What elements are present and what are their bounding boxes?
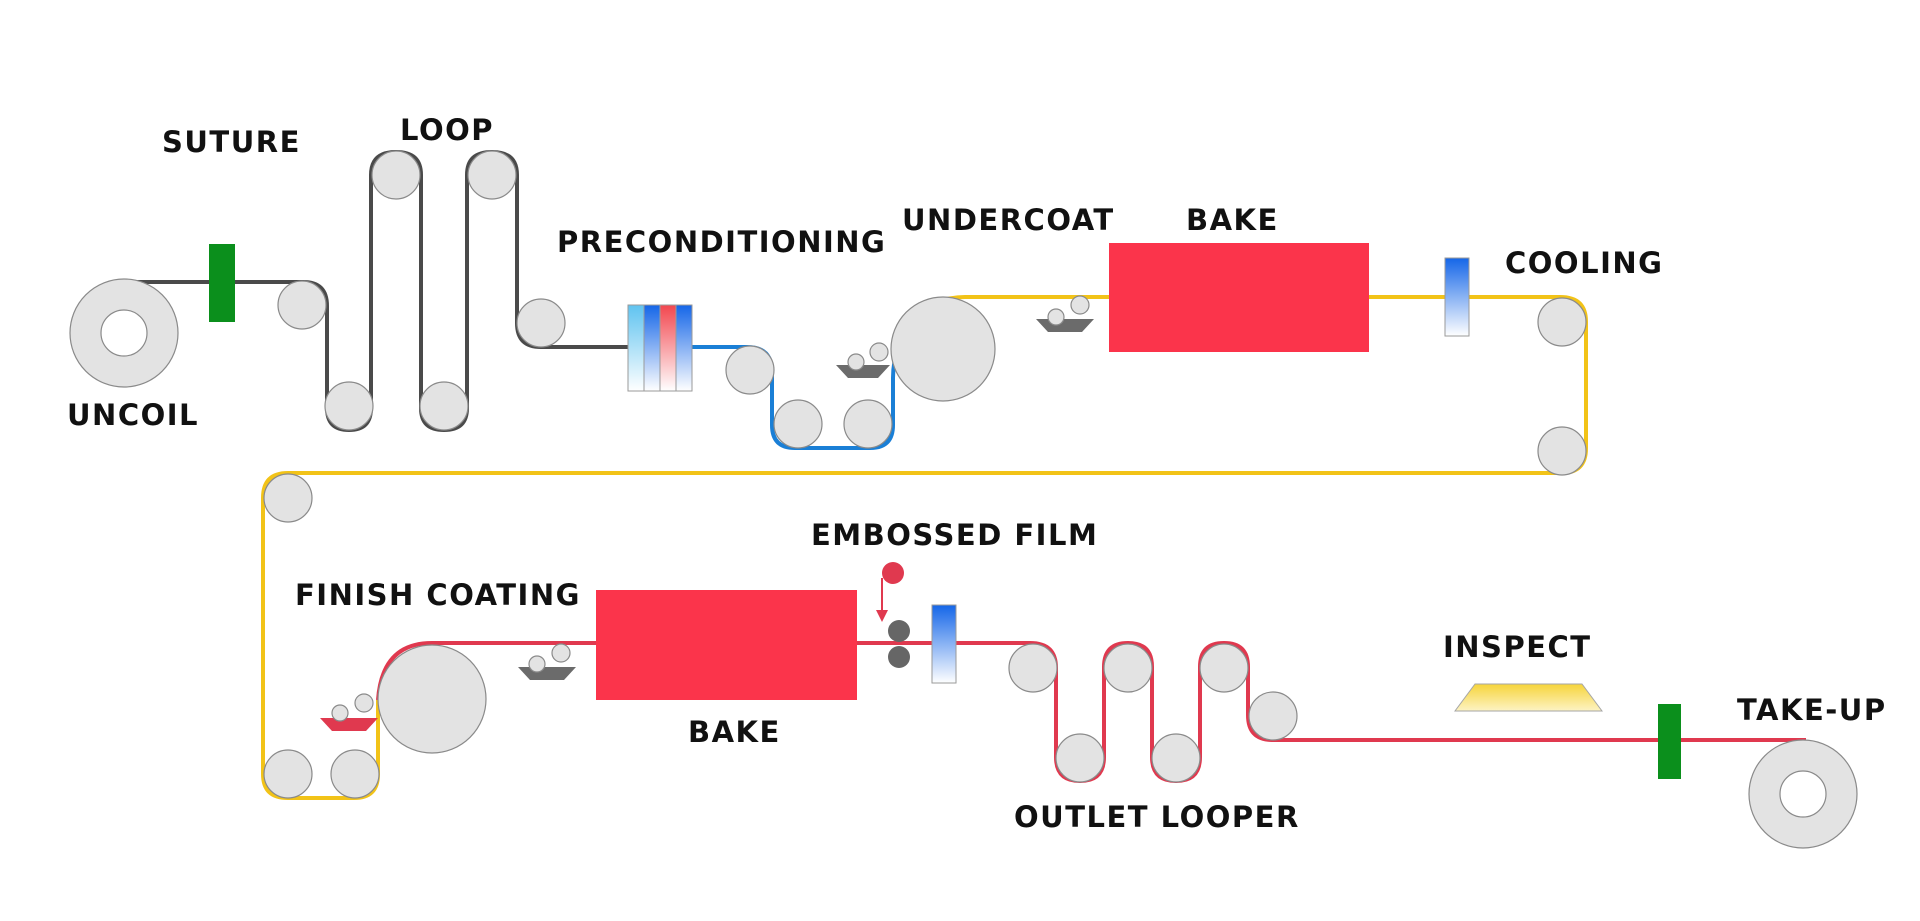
cooling-unit-bottom bbox=[931, 604, 957, 684]
uncoil-reel bbox=[69, 278, 179, 388]
label-bake-top: BAKE bbox=[1186, 203, 1279, 237]
label-preconditioning: PRECONDITIONING bbox=[557, 225, 886, 259]
roller bbox=[277, 280, 327, 330]
cooling-unit bbox=[1444, 257, 1470, 337]
undercoat-pan bbox=[836, 342, 890, 378]
label-finish-coating: FINISH COATING bbox=[295, 578, 581, 612]
embossed-film-feed bbox=[876, 562, 904, 622]
undercoat-applicator-roll bbox=[890, 296, 996, 402]
label-bake-bottom: BAKE bbox=[688, 715, 781, 749]
strip-path-raw bbox=[123, 150, 630, 432]
suture-welder bbox=[209, 244, 235, 322]
turn-rollers-left bbox=[263, 473, 380, 799]
label-uncoil: UNCOIL bbox=[67, 398, 199, 432]
finish-coating-secondary-pan bbox=[518, 643, 576, 680]
bake-oven-bottom bbox=[596, 590, 857, 700]
finish-coating-applicator-roll bbox=[377, 644, 487, 754]
finish-coating-pan bbox=[320, 693, 378, 731]
label-cooling: COOLING bbox=[1505, 246, 1663, 280]
outlet-looper-rollers bbox=[1008, 643, 1298, 783]
label-undercoat: UNDERCOAT bbox=[902, 203, 1115, 237]
pretreatment-rollers bbox=[725, 345, 893, 449]
exit-shear bbox=[1658, 704, 1681, 779]
turn-rollers-right bbox=[1537, 297, 1587, 476]
label-embossed-film: EMBOSSED FILM bbox=[811, 518, 1098, 552]
label-inspect: INSPECT bbox=[1443, 630, 1592, 664]
bake-oven-top bbox=[1109, 243, 1369, 352]
label-loop: LOOP bbox=[400, 113, 494, 147]
inspect-table bbox=[1454, 683, 1603, 712]
label-take-up: TAKE-UP bbox=[1737, 693, 1887, 727]
take-up-reel bbox=[1748, 739, 1858, 849]
entry-loop-rollers bbox=[324, 150, 566, 431]
undercoat-secondary-pan bbox=[1036, 295, 1094, 332]
label-outlet-looper: OUTLET LOOPER bbox=[1014, 800, 1300, 834]
label-suture: SUTURE bbox=[162, 125, 301, 159]
embossing-rolls bbox=[888, 620, 910, 668]
preconditioning-tanks bbox=[627, 304, 693, 392]
